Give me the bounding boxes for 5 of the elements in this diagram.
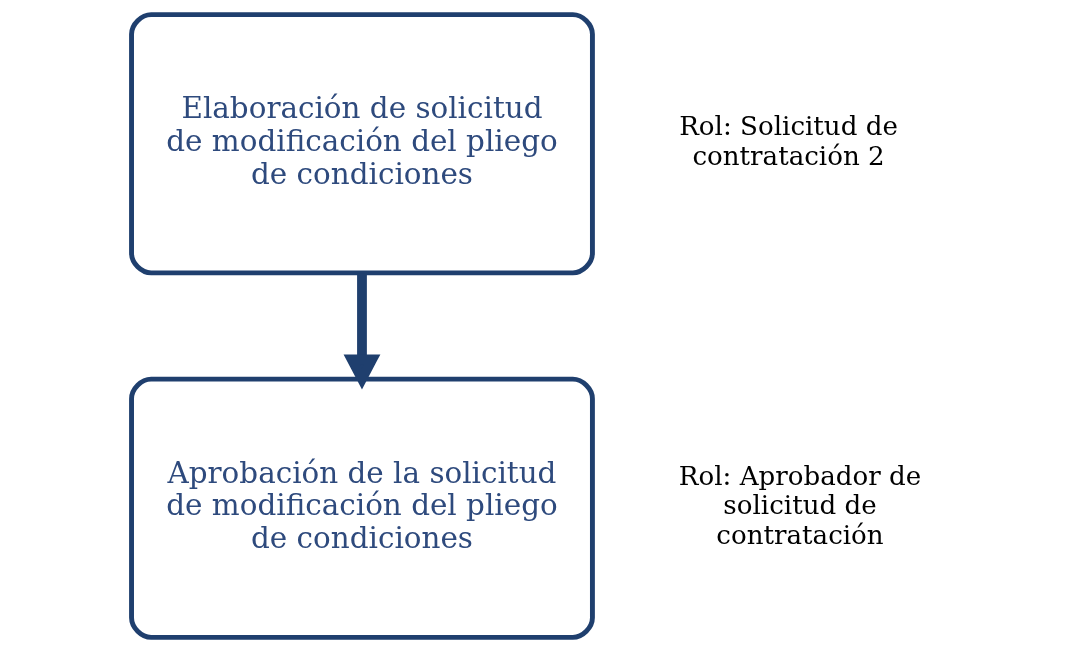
node-box: Aprobación de la solicitud de modificación del pliego de condiciones xyxy=(129,376,595,640)
arrow xyxy=(343,273,381,390)
node-box: Elaboración de solicitud de modificación del pliego de condiciones xyxy=(129,12,595,276)
node-label: Rol: Solicitud de contratación 2 xyxy=(679,111,898,171)
node-label: Rol: Aprobador de solicitud de contratación xyxy=(678,461,922,550)
